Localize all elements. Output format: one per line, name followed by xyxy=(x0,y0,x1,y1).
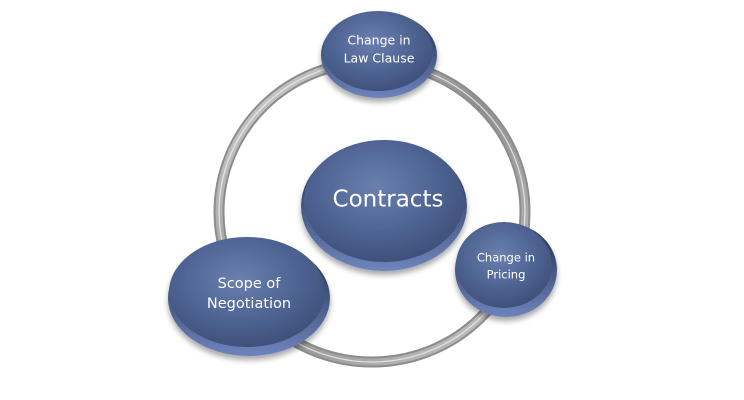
node-label-line: Negotiation xyxy=(207,296,291,312)
node-scope-of-negotiation xyxy=(168,237,330,356)
center-node-contracts xyxy=(301,140,467,271)
node-label-line: Scope of xyxy=(218,276,282,292)
node-change-in-law-clause xyxy=(321,11,437,98)
center-label: Contracts xyxy=(333,187,444,213)
node-label-line: Pricing xyxy=(487,268,526,282)
node-label-line: Change in xyxy=(477,251,535,265)
node-label-line: Law Clause xyxy=(344,51,415,66)
node-change-in-pricing xyxy=(455,222,557,317)
node-label-line: Change in xyxy=(347,33,410,48)
